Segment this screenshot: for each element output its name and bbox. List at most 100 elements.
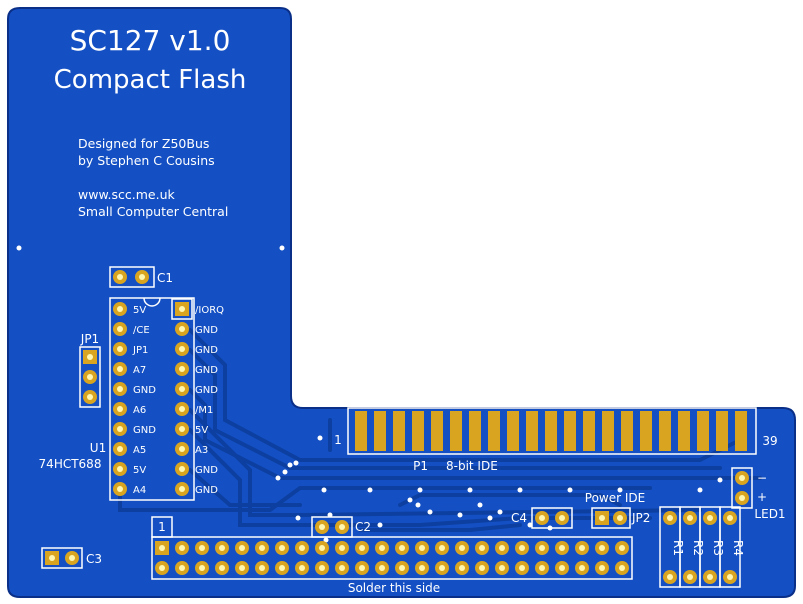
via: [567, 487, 573, 493]
p1-finger: [621, 411, 633, 451]
p1-finger: [488, 411, 500, 451]
p1-finger: [602, 411, 614, 451]
header-pad: [415, 561, 429, 575]
header-pad: [355, 561, 369, 575]
p1-finger: [507, 411, 519, 451]
via-group: [16, 245, 723, 543]
r2-pad: [683, 570, 697, 584]
header-pad: [455, 561, 469, 575]
u1-pad: [175, 422, 189, 436]
r3-pad: [703, 511, 717, 525]
header-pad: [375, 541, 389, 555]
c4-pad: [535, 511, 549, 525]
p1-finger: [374, 411, 386, 451]
c2-pad: [315, 520, 329, 534]
via: [415, 502, 421, 508]
header-pad: [615, 561, 629, 575]
r1-pad: [663, 570, 677, 584]
led1-pads: [735, 471, 749, 505]
p1-finger: [355, 411, 367, 451]
jp2-outline: [591, 507, 631, 529]
p1-outline: [347, 407, 757, 455]
u1-outline: [109, 297, 195, 501]
c4-outline: [531, 507, 573, 529]
via: [287, 462, 293, 468]
header-pad: [175, 561, 189, 575]
u1-left-pin-label: 5V: [133, 465, 146, 476]
header-pin1-label: 1: [158, 520, 166, 534]
header-pad: [535, 541, 549, 555]
header-pad: [315, 541, 329, 555]
header-pad: [255, 541, 269, 555]
header-pad: [435, 541, 449, 555]
r3-pad: [703, 570, 717, 584]
header-pad: [355, 541, 369, 555]
header-pad: [595, 541, 609, 555]
u1-left-pin-label: A5: [133, 445, 146, 456]
p1-finger: [431, 411, 443, 451]
header-pad: [535, 561, 549, 575]
via: [293, 460, 299, 466]
header-pad: [335, 541, 349, 555]
u1-left-pin-label: /CE: [133, 325, 150, 336]
r1-pad: [663, 511, 677, 525]
via: [16, 245, 22, 251]
header-pad: [615, 541, 629, 555]
u1-right-pin-label: GND: [195, 485, 218, 496]
c1-label: C1: [157, 271, 173, 285]
c1-outline: [109, 266, 155, 288]
c3-outline: [41, 547, 83, 569]
p1-finger: [393, 411, 405, 451]
header-pad: [475, 541, 489, 555]
led1-pad: [735, 491, 749, 505]
via: [417, 487, 423, 493]
header-pad: [275, 561, 289, 575]
header-pad: [415, 541, 429, 555]
c2-pad: [335, 520, 349, 534]
r4-pad: [723, 570, 737, 584]
c2-pads: [315, 520, 349, 534]
u1-left-pin-label: GND: [133, 425, 156, 436]
u1-pad: [113, 402, 127, 416]
p1-finger: [678, 411, 690, 451]
header-pad: [375, 561, 389, 575]
via: [317, 435, 323, 441]
u1-pad: [113, 462, 127, 476]
header-pad: [495, 561, 509, 575]
u1-pad: [113, 322, 127, 336]
power-ide-label: Power IDE: [585, 491, 645, 505]
header-pad: [275, 541, 289, 555]
jp2-pads: [595, 511, 627, 525]
u1-right-pin-label: GND: [195, 345, 218, 356]
header-pad: [555, 561, 569, 575]
p1-finger: [450, 411, 462, 451]
via: [477, 502, 483, 508]
u1-pad: [113, 302, 127, 316]
r3-label: R3: [711, 540, 725, 556]
jp1-outline: [79, 346, 101, 408]
via: [323, 537, 329, 543]
via: [321, 487, 327, 493]
u1-right-pin-label: GND: [195, 385, 218, 396]
u1-pad: [113, 382, 127, 396]
header-pad: [475, 561, 489, 575]
p1-finger: [640, 411, 652, 451]
header-pad: [435, 561, 449, 575]
via: [377, 522, 383, 528]
header-pad: [575, 541, 589, 555]
via: [457, 512, 463, 518]
c4-label: C4: [511, 511, 527, 525]
c3-pads: [45, 551, 79, 565]
header-pad: [515, 541, 529, 555]
u1-right-pin-label: /IORQ: [195, 305, 224, 316]
u1-left-pin-label: 5V: [133, 305, 146, 316]
header-pad: [395, 541, 409, 555]
u1-right-pin-label: GND: [195, 465, 218, 476]
u1-right-pin-label: A3: [195, 445, 208, 456]
u1-pad: [175, 382, 189, 396]
u1-left-pin-label: GND: [133, 385, 156, 396]
header-pad: [555, 541, 569, 555]
jp1-pads: [83, 350, 97, 404]
